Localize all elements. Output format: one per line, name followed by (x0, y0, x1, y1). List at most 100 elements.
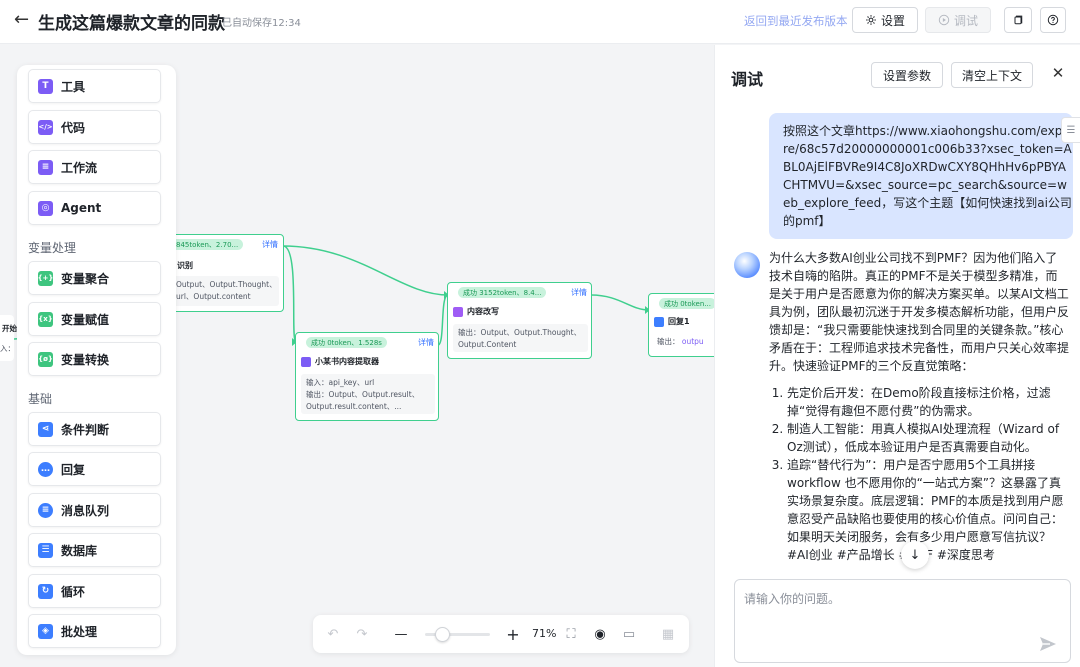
rewrite-node-io: 输出：Output、Output.Thought、 Output.Content (453, 324, 588, 352)
palette-item-label: 代码 (61, 120, 86, 135)
user-message-text: 按照这个文章https://www.xiaohongshu.com/explor… (783, 124, 1073, 228)
help-icon (1047, 14, 1059, 26)
agent-icon: ◎ (38, 200, 53, 216)
debug-label: 调试 (953, 13, 978, 28)
note-icon[interactable]: ▭ (622, 626, 636, 642)
palette-item-code[interactable]: </> 代码 (28, 110, 161, 144)
reply-node-status: 成功 0token... (659, 298, 714, 309)
palette-item-label: 条件判断 (61, 422, 110, 437)
content-rewrite-node[interactable]: 成功 3152token、8.4... 详情 内容改写 输出：Output、Ou… (447, 282, 592, 359)
palette-item-reply[interactable]: … 回复 (28, 452, 161, 486)
debug-panel: 调试 设置参数 清空上下文 ✕ 按照这个文章https://www.xiaoho… (714, 45, 1080, 667)
close-icon[interactable]: ✕ (1051, 64, 1065, 82)
extractor-io-line3: Output.result.content、... (306, 402, 402, 411)
palette-item-tool[interactable]: T 工具 (28, 69, 161, 103)
recognize-node-detail-link[interactable]: 详情 (262, 240, 278, 249)
zoom-slider-handle[interactable] (435, 627, 450, 642)
extractor-io-line2: 输出：Output、Output.result、 (306, 390, 420, 399)
zoom-out-icon[interactable]: — (394, 626, 408, 642)
workflow-canvas[interactable]: 开始 入： 845token、2.70... 详情 识别 Output、Outp… (0, 45, 714, 667)
rewrite-node-title: 内容改写 (453, 306, 499, 317)
rewrite-node-detail-link[interactable]: 详情 (571, 288, 587, 297)
zoom-level: 71% (532, 627, 557, 640)
bot-message-intro: 为什么大多数AI创业公司找不到PMF？因为他们陷入了技术自嗨的陷阱。真正的PMF… (769, 251, 1069, 373)
eye-icon[interactable]: ◉ (594, 626, 606, 642)
user-message-bubble: 按照这个文章https://www.xiaohongshu.com/explor… (769, 113, 1073, 239)
zoom-slider-track[interactable] (425, 633, 490, 636)
rewrite-io-line2: Output.Content (458, 340, 517, 349)
palette-item-variable-aggregate[interactable]: {+} 变量聚合 (28, 261, 161, 295)
palette-item-variable-convert[interactable]: {ø} 变量转换 (28, 342, 161, 376)
palette-item-database[interactable]: ☰ 数据库 (28, 533, 161, 567)
content-extractor-node[interactable]: 成功 0token、1.528s 详情 小某书内容提取器 输入：api_key、… (295, 332, 439, 421)
palette-item-variable-assign[interactable]: {x} 变量赋值 (28, 302, 161, 336)
loop-icon: ↻ (38, 583, 53, 599)
message-queue-icon: ≡ (38, 502, 53, 518)
gear-icon (866, 15, 876, 25)
extractor-node-name: 小某书内容提取器 (315, 357, 379, 366)
palette-item-label: 回复 (61, 462, 86, 477)
clear-context-button[interactable]: 清空上下文 (951, 62, 1033, 88)
copy-icon (1014, 15, 1023, 25)
debug-panel-title: 调试 (731, 70, 764, 89)
palette-item-condition[interactable]: ⋖ 条件判断 (28, 412, 161, 446)
start-node[interactable]: 开始 入： (0, 315, 17, 361)
palette-item-label: 变量聚合 (61, 271, 110, 286)
extractor-io-line1: 输入：api_key、url (306, 378, 375, 387)
reply-node[interactable]: 成功 0token... 回复1 输出： outpu (648, 293, 714, 357)
extractor-node-status: 成功 0token、1.528s (306, 337, 387, 348)
start-node-label: 开始 (2, 324, 17, 333)
palette-item-loop[interactable]: ↻ 循环 (28, 574, 161, 608)
batch-icon: ◈ (38, 623, 53, 639)
code-icon: </> (38, 119, 53, 135)
side-panel-toggle-icon[interactable]: ☰ (1061, 117, 1080, 143)
condition-icon: ⋖ (38, 421, 53, 437)
bot-avatar (734, 252, 760, 278)
canvas-toolbar: ↶ ↷ — + 71% ⛶ ◉ ▭ ▦ (313, 615, 689, 653)
settings-button[interactable]: 设置 (852, 7, 918, 33)
reply-node-name: 回复1 (668, 317, 690, 326)
palette-item-message-queue[interactable]: ≡ 消息队列 (28, 493, 161, 527)
autosave-status: 已自动保存12:34 (222, 18, 301, 29)
extractor-node-detail-link[interactable]: 详情 (418, 338, 434, 347)
zoom-in-icon[interactable]: + (506, 624, 520, 644)
page-title: 生成这篇爆款文章的同款 (38, 14, 225, 34)
palette-item-label: 循环 (61, 584, 86, 599)
bot-message: 为什么大多数AI创业公司找不到PMF？因为他们陷入了技术自嗨的陷阱。真正的PMF… (769, 249, 1069, 564)
reply-node-title: 回复1 (654, 316, 690, 327)
bot-list-item: 追踪“替代行为”：用户是否宁愿用5个工具拼接workflow 也不愿用你的“一站… (787, 456, 1069, 564)
copy-button[interactable] (1004, 7, 1032, 33)
scroll-down-icon[interactable]: ↓ (901, 541, 929, 569)
palette-item-agent[interactable]: ◎ Agent (28, 191, 161, 225)
fit-view-icon[interactable]: ⛶ (566, 626, 576, 642)
question-input[interactable] (744, 590, 1044, 630)
reply-io-var: outpu (681, 337, 704, 346)
recognize-io-line2: url、Output.content (176, 292, 251, 301)
reply-node-io: 输出： outpu (657, 336, 704, 347)
rewrite-node-name: 内容改写 (467, 307, 499, 316)
grid-icon[interactable]: ▦ (661, 626, 675, 642)
palette-item-label: 变量转换 (61, 352, 110, 367)
top-header: ← 生成这篇爆款文章的同款 已自动保存12:34 返回到最近发布版本 设置 调试 (0, 0, 1080, 44)
recognize-node-name: 识别 (177, 261, 193, 270)
question-input-box[interactable] (734, 579, 1071, 663)
palette-item-workflow[interactable]: ≡ 工作流 (28, 150, 161, 184)
variable-convert-icon: {ø} (38, 351, 53, 367)
set-params-button[interactable]: 设置参数 (871, 62, 943, 88)
section-variable-processing: 变量处理 (28, 241, 77, 255)
redo-icon[interactable]: ↷ (356, 626, 368, 642)
back-arrow-icon[interactable]: ← (14, 9, 30, 30)
palette-item-label: Agent (61, 201, 102, 215)
palette-item-label: 变量赋值 (61, 312, 110, 327)
bot-list-item: 先定价后开发：在Demo阶段直接标注价格，过滤掉“觉得有趣但不愿付费”的伪需求。 (787, 384, 1069, 420)
reply-icon (654, 316, 664, 327)
play-icon (938, 14, 950, 26)
debug-button[interactable]: 调试 (925, 7, 991, 33)
send-icon[interactable] (1038, 634, 1058, 654)
recognize-node-io: Output、Output.Thought、 url、Output.conten… (171, 276, 279, 306)
palette-item-batch[interactable]: ◈ 批处理 (28, 614, 161, 648)
rewrite-io-line1: 输出：Output、Output.Thought、 (458, 328, 582, 337)
undo-icon[interactable]: ↶ (327, 626, 339, 642)
revert-to-published-link[interactable]: 返回到最近发布版本 (744, 14, 848, 28)
help-button[interactable] (1040, 7, 1066, 33)
